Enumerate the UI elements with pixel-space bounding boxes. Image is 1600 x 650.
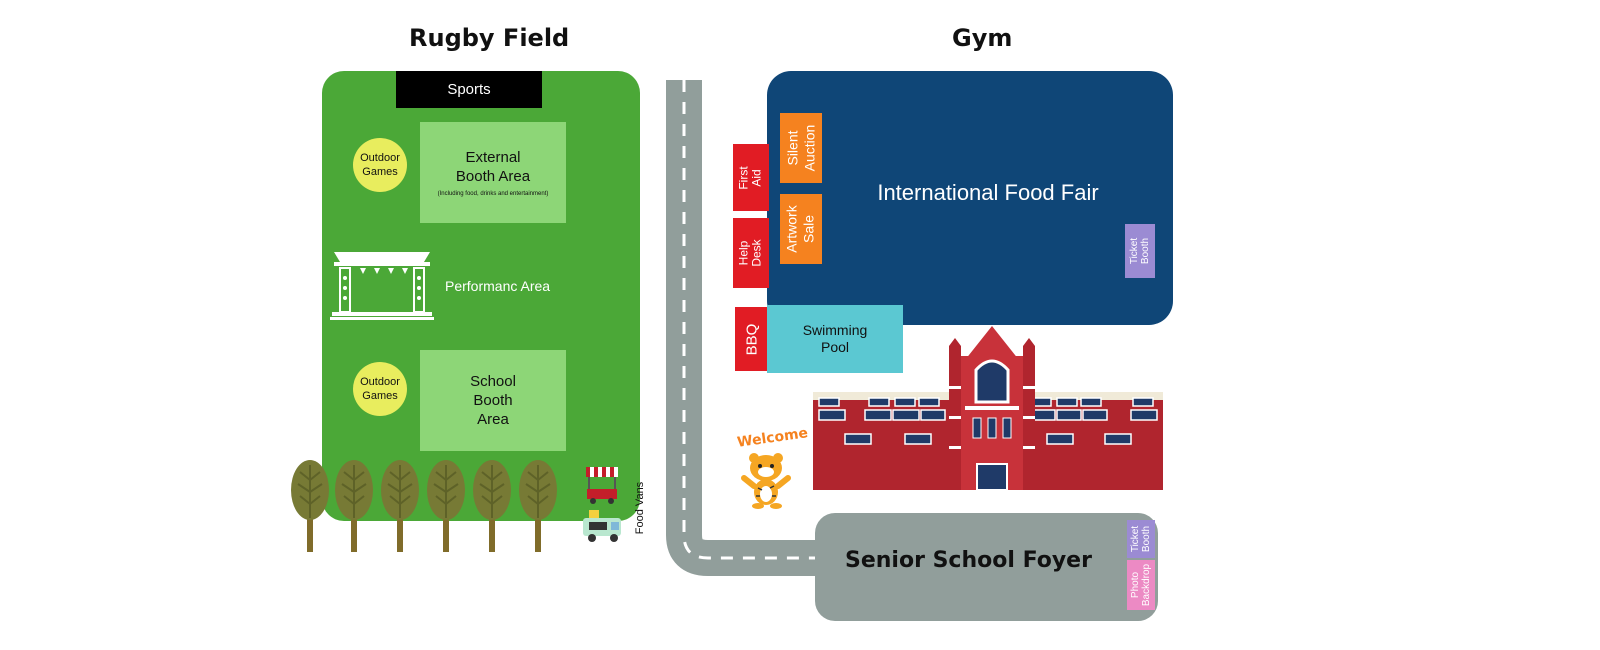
outdoor-games-top: Outdoor Games bbox=[353, 138, 407, 192]
first-aid: First Aid bbox=[733, 144, 769, 211]
swimming-pool: Swimming Pool bbox=[767, 305, 903, 373]
school-booth-label: School Booth Area bbox=[470, 373, 516, 428]
foyer-ticket-booth: Ticket Booth bbox=[1127, 520, 1155, 558]
help-desk-label: Help Desk bbox=[737, 239, 764, 267]
international-food-fair-label: International Food Fair bbox=[877, 180, 1099, 205]
bbq: BBQ bbox=[735, 307, 769, 371]
tiger-mascot-icon bbox=[741, 453, 791, 509]
external-booth-area: External Booth Area (Including food, dri… bbox=[420, 122, 566, 223]
performance-area-label: Performanc Area bbox=[445, 278, 551, 294]
senior-school-foyer-label: Senior School Foyer bbox=[845, 548, 1092, 573]
bbq-label: BBQ bbox=[743, 323, 761, 355]
gym-building bbox=[767, 71, 1173, 325]
silent-auction: Silent Auction bbox=[780, 113, 822, 183]
photo-backdrop: Photo Backdrop bbox=[1127, 560, 1155, 610]
gym-ticket-booth: Ticket Booth bbox=[1125, 224, 1155, 278]
silent-auction-label: Silent Auction bbox=[784, 124, 818, 172]
gym-title: Gym bbox=[952, 24, 1013, 52]
rugby-field-title: Rugby Field bbox=[409, 24, 570, 52]
school-building-icon bbox=[813, 326, 1163, 490]
school-booth-area: School Booth Area bbox=[420, 350, 566, 451]
trees bbox=[291, 460, 558, 553]
outdoor-games-bottom: Outdoor Games bbox=[353, 362, 407, 416]
external-booth-note: (Including food, drinks and entertainmen… bbox=[437, 190, 549, 197]
artwork-sale: Artwork Sale bbox=[780, 194, 822, 264]
gym-ticket-booth-label: Ticket Booth bbox=[1129, 237, 1151, 265]
sports-banner: Sports bbox=[396, 71, 542, 108]
first-aid-label: First Aid bbox=[736, 165, 764, 190]
stage-icon bbox=[330, 252, 434, 320]
artwork-sale-label: Artwork Sale bbox=[784, 205, 818, 253]
senior-school-foyer bbox=[815, 513, 1158, 621]
foyer-ticket-booth-label: Ticket Booth bbox=[1130, 525, 1152, 553]
help-desk: Help Desk bbox=[733, 218, 769, 288]
external-booth-label: External Booth Area bbox=[455, 148, 531, 185]
swimming-pool-label: Swimming Pool bbox=[802, 322, 868, 355]
food-vans-label: Food Vans bbox=[634, 481, 646, 535]
food-stall-icon bbox=[586, 467, 618, 504]
food-van-icon bbox=[583, 510, 621, 542]
photo-backdrop-label: Photo Backdrop bbox=[1130, 563, 1152, 607]
